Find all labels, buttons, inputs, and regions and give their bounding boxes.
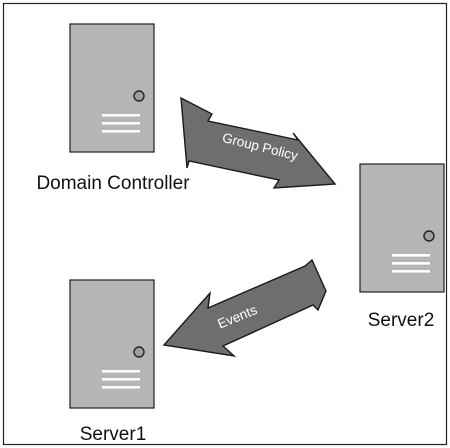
group-policy-arrow-shape: [180, 96, 337, 189]
server2-server-icon: [359, 163, 445, 293]
server2-node: Server2: [359, 163, 445, 331]
server1-server-icon: [69, 279, 155, 409]
events-arrow: Events: [162, 258, 327, 358]
server2-label: Server2: [368, 310, 435, 331]
domain-controller-label: Domain Controller: [36, 173, 190, 194]
domain-controller-server-icon: [69, 23, 155, 153]
group-policy-arrow: Group Policy: [180, 96, 337, 189]
server1-node: Server1: [69, 279, 155, 445]
server1-label: Server1: [80, 424, 147, 445]
domain-controller-node: Domain Controller: [36, 23, 190, 194]
events-arrow-shape: [162, 258, 327, 358]
